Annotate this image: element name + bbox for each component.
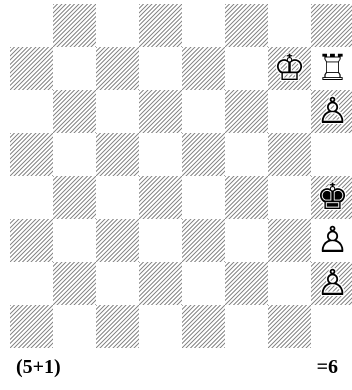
square-g5 <box>268 133 311 176</box>
white-king-icon: ♔ <box>268 47 311 90</box>
square-b8 <box>53 4 96 47</box>
square-c3 <box>96 219 139 262</box>
square-c8 <box>96 4 139 47</box>
square-h8 <box>311 4 352 47</box>
square-f6 <box>225 90 268 133</box>
square-c7 <box>96 47 139 90</box>
stipulation-label: =6 <box>317 352 338 382</box>
square-d5 <box>139 133 182 176</box>
square-g4 <box>268 176 311 219</box>
square-h1 <box>311 305 352 348</box>
square-a6 <box>10 90 53 133</box>
square-a1 <box>10 305 53 348</box>
white-pawn-icon: ♙ <box>311 90 352 133</box>
square-a5 <box>10 133 53 176</box>
square-g8 <box>268 4 311 47</box>
chess-diagram: ♔♖♙♚♙♙ <box>10 4 352 348</box>
square-f7 <box>225 47 268 90</box>
white-pawn-icon: ♙ <box>311 262 352 305</box>
square-e8 <box>182 4 225 47</box>
square-e7 <box>182 47 225 90</box>
chess-board: ♔♖♙♚♙♙ <box>10 4 352 348</box>
square-g1 <box>268 305 311 348</box>
square-d4 <box>139 176 182 219</box>
square-e6 <box>182 90 225 133</box>
black-king-icon: ♚ <box>311 176 352 219</box>
square-e5 <box>182 133 225 176</box>
square-f5 <box>225 133 268 176</box>
square-g3 <box>268 219 311 262</box>
square-d1 <box>139 305 182 348</box>
square-f4 <box>225 176 268 219</box>
square-f2 <box>225 262 268 305</box>
square-d2 <box>139 262 182 305</box>
square-a2 <box>10 262 53 305</box>
square-c2 <box>96 262 139 305</box>
square-g6 <box>268 90 311 133</box>
white-pawn-icon: ♙ <box>311 219 352 262</box>
square-a7 <box>10 47 53 90</box>
white-rook-icon: ♖ <box>311 47 352 90</box>
square-b1 <box>53 305 96 348</box>
square-d6 <box>139 90 182 133</box>
square-f1 <box>225 305 268 348</box>
square-a3 <box>10 219 53 262</box>
diagram-caption: (5+1) =6 <box>10 352 348 382</box>
square-c6 <box>96 90 139 133</box>
square-e3 <box>182 219 225 262</box>
square-d7 <box>139 47 182 90</box>
square-e1 <box>182 305 225 348</box>
square-a4 <box>10 176 53 219</box>
square-c4 <box>96 176 139 219</box>
square-d8 <box>139 4 182 47</box>
square-b7 <box>53 47 96 90</box>
square-h5 <box>311 133 352 176</box>
square-b2 <box>53 262 96 305</box>
square-c1 <box>96 305 139 348</box>
square-b3 <box>53 219 96 262</box>
square-e2 <box>182 262 225 305</box>
square-f3 <box>225 219 268 262</box>
piece-count-label: (5+1) <box>16 352 61 382</box>
square-a8 <box>10 4 53 47</box>
square-d3 <box>139 219 182 262</box>
square-c5 <box>96 133 139 176</box>
square-g2 <box>268 262 311 305</box>
square-f8 <box>225 4 268 47</box>
square-b4 <box>53 176 96 219</box>
square-b5 <box>53 133 96 176</box>
square-b6 <box>53 90 96 133</box>
square-e4 <box>182 176 225 219</box>
